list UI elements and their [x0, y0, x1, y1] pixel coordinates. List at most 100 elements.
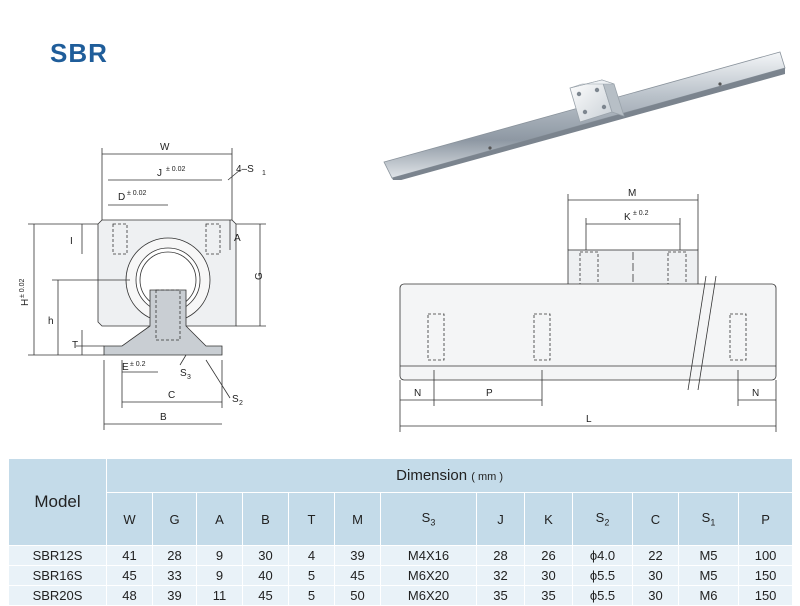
dim-G: G: [254, 272, 265, 280]
column-header-label: S: [421, 510, 431, 526]
value-cell: M6X20: [380, 565, 477, 586]
dim-E-tol: ± 0.2: [130, 361, 146, 368]
column-header: S3: [380, 492, 477, 546]
dim-I: I: [70, 236, 73, 247]
value-cell: M5: [678, 565, 739, 586]
value-cell: ϕ4.0: [572, 545, 633, 566]
model-header: Model: [8, 458, 107, 546]
value-cell: 150: [737, 565, 794, 586]
value-cell: 48: [106, 585, 153, 606]
dim-C: C: [168, 390, 175, 401]
column-header: S2: [572, 492, 633, 546]
value-cell: 50: [334, 585, 381, 606]
value-cell: 100: [737, 545, 794, 566]
dim-J: J: [157, 168, 162, 179]
column-header-sub: 2: [604, 517, 610, 528]
column-header-label: B: [261, 511, 270, 527]
column-header-label: P: [761, 511, 770, 527]
column-header-sub: 3: [430, 517, 436, 528]
value-cell: 33: [152, 565, 197, 586]
side-view-drawing: M K ± 0.2 N P N L: [399, 188, 777, 432]
column-header: J: [476, 492, 525, 546]
bearing-block: [569, 79, 625, 123]
value-cell: 150: [737, 585, 794, 606]
column-header: C: [632, 492, 679, 546]
dim-L: L: [586, 414, 592, 425]
dim-S2-sub: 2: [239, 400, 243, 407]
value-cell: 39: [334, 545, 381, 566]
value-cell: 11: [196, 585, 243, 606]
value-cell: 30: [524, 565, 573, 586]
value-cell: 22: [632, 545, 679, 566]
value-cell: 41: [106, 545, 153, 566]
column-header-label: C: [650, 511, 661, 527]
dim-W: W: [160, 142, 170, 153]
dim-H: H: [20, 299, 31, 306]
dim-S3: S: [180, 368, 187, 379]
dim-S1-sub: 1: [262, 170, 266, 177]
column-header-label: T: [307, 511, 316, 527]
value-cell: 45: [106, 565, 153, 586]
value-cell: 9: [196, 565, 243, 586]
value-cell: M6: [678, 585, 739, 606]
value-cell: 39: [152, 585, 197, 606]
dim-h: h: [48, 316, 54, 327]
column-header-label: S: [595, 510, 605, 526]
value-cell: 45: [242, 585, 289, 606]
value-cell: 5: [288, 585, 335, 606]
value-cell: 4: [288, 545, 335, 566]
cross-section-drawing: W J ± 0.02 4–S 1 D ± 0.02 I A G H ± 0.02…: [19, 142, 266, 430]
model-cell: SBR12S: [8, 545, 107, 566]
value-cell: 32: [476, 565, 525, 586]
value-cell: 35: [476, 585, 525, 606]
dim-N-left: N: [414, 388, 421, 399]
dim-K: K: [624, 212, 631, 223]
rail-base: [392, 68, 785, 180]
value-cell: 28: [476, 545, 525, 566]
dim-S1: 4–S: [236, 164, 254, 175]
value-cell: 35: [524, 585, 573, 606]
value-cell: 30: [242, 545, 289, 566]
value-cell: 9: [196, 545, 243, 566]
value-cell: M5: [678, 545, 739, 566]
column-header: B: [242, 492, 289, 546]
column-header: W: [106, 492, 153, 546]
value-cell: ϕ5.5: [572, 565, 633, 586]
column-header: A: [196, 492, 243, 546]
model-cell: SBR16S: [8, 565, 107, 586]
dim-M: M: [628, 188, 636, 199]
value-cell: 30: [632, 565, 679, 586]
dim-E: E: [122, 362, 129, 373]
value-cell: ϕ5.5: [572, 585, 633, 606]
value-cell: M6X20: [380, 585, 477, 606]
column-header-sub: 1: [710, 517, 716, 528]
dim-D-tol: ± 0.02: [127, 190, 147, 197]
dim-H-tol: ± 0.02: [19, 278, 26, 298]
column-header-label: W: [123, 511, 136, 527]
value-cell: 5: [288, 565, 335, 586]
column-header-label: K: [544, 511, 553, 527]
column-header: G: [152, 492, 197, 546]
column-header-label: G: [169, 511, 180, 527]
column-header: M: [334, 492, 381, 546]
dimension-unit: ( mm ): [471, 471, 503, 483]
column-header: T: [288, 492, 335, 546]
dim-T: T: [72, 340, 78, 351]
value-cell: 26: [524, 545, 573, 566]
page-title: SBR: [50, 38, 108, 68]
dim-J-tol: ± 0.02: [166, 166, 186, 173]
dimension-label: Dimension: [396, 467, 468, 484]
column-header: K: [524, 492, 573, 546]
dim-S3-sub: 3: [187, 374, 191, 381]
value-cell: 30: [632, 585, 679, 606]
column-header: S1: [678, 492, 739, 546]
dim-K-tol: ± 0.2: [633, 210, 649, 217]
column-header: P: [737, 492, 794, 546]
column-header-label: J: [497, 511, 504, 527]
dimension-header: Dimension ( mm ): [105, 458, 794, 493]
